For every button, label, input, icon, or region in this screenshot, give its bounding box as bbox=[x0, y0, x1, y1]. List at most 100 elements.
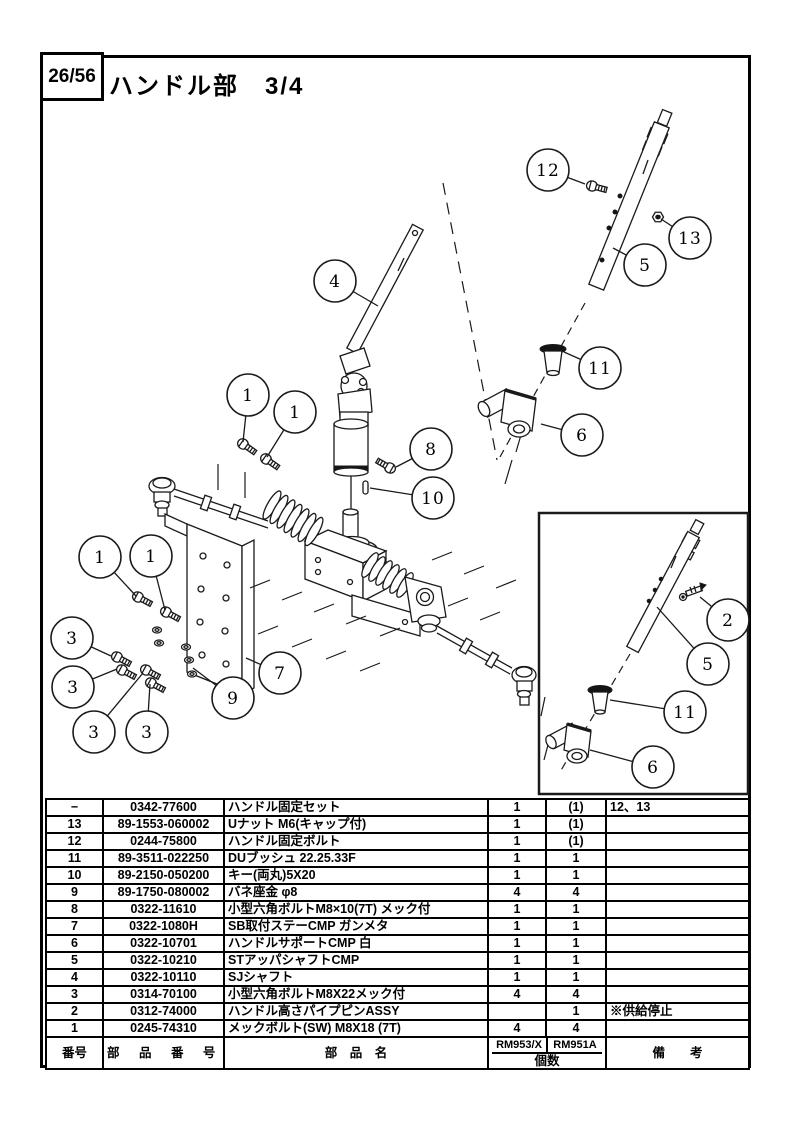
cell-qty1 bbox=[487, 1002, 547, 1021]
callout-label: 8 bbox=[425, 440, 437, 460]
hex-bolts-3 bbox=[109, 649, 168, 696]
cell-part_no: 0322-10210 bbox=[102, 951, 225, 970]
header-qty-label: 個数 bbox=[534, 1053, 560, 1068]
callout-label: 1 bbox=[145, 547, 157, 567]
cell-qty1: 1 bbox=[487, 934, 547, 953]
callout-label: 2 bbox=[722, 611, 734, 631]
cell-remarks: 12、13 bbox=[605, 798, 750, 817]
callout-11 bbox=[578, 346, 622, 390]
callout-1 bbox=[78, 535, 122, 579]
cell-qty1: 1 bbox=[487, 968, 547, 987]
callout-label: 4 bbox=[329, 272, 341, 292]
cell-no: 6 bbox=[45, 934, 104, 953]
cell-no: 7 bbox=[45, 917, 104, 936]
cell-name: メックボルト(SW) M8X18 (7T) bbox=[223, 1019, 489, 1038]
cell-remarks bbox=[605, 985, 750, 1004]
callout-label: 3 bbox=[88, 723, 100, 743]
callout-label: 11 bbox=[588, 359, 612, 379]
cell-qty1: 1 bbox=[487, 866, 547, 885]
callout-label: 6 bbox=[647, 758, 659, 778]
callout-label: 3 bbox=[67, 678, 79, 698]
cell-qty2: 1 bbox=[545, 1002, 607, 1021]
callout-11 bbox=[663, 690, 707, 734]
callout-label: 11 bbox=[673, 703, 697, 723]
cell-qty2: 1 bbox=[545, 968, 607, 987]
cell-no: 10 bbox=[45, 866, 104, 885]
callout-label: 3 bbox=[141, 723, 153, 743]
handle-fixing-bolt-12 bbox=[584, 179, 609, 196]
hidden-lines bbox=[217, 464, 517, 672]
cell-qty2: (1) bbox=[545, 832, 607, 851]
callout-label: 12 bbox=[536, 161, 560, 181]
header-remarks: 備 考 bbox=[605, 1036, 750, 1070]
callout-7 bbox=[258, 651, 302, 695]
callout-1 bbox=[129, 534, 173, 578]
cell-no: 2 bbox=[45, 1002, 104, 1021]
cell-remarks bbox=[605, 866, 750, 885]
callout-3 bbox=[50, 616, 94, 660]
cell-qty2: 4 bbox=[545, 883, 607, 902]
steering-column-boot bbox=[333, 418, 369, 512]
cell-no: 8 bbox=[45, 900, 104, 919]
cell-name: 小型六角ボルトM8X22メック付 bbox=[223, 985, 489, 1004]
left-tie-rod bbox=[148, 476, 269, 529]
header-qty: RM953/X RM951A 個数 bbox=[487, 1036, 607, 1070]
callout-8 bbox=[409, 427, 453, 471]
cell-qty1: 1 bbox=[487, 951, 547, 970]
cell-remarks bbox=[605, 934, 750, 953]
cell-qty2: 4 bbox=[545, 1019, 607, 1038]
cell-remarks bbox=[605, 951, 750, 970]
cell-part_no: 89-3511-022250 bbox=[102, 849, 225, 868]
cell-no: 12 bbox=[45, 832, 104, 851]
cell-qty2: 1 bbox=[545, 900, 607, 919]
callout-5 bbox=[623, 243, 667, 287]
page-title: ハンドル部 3/4 bbox=[109, 73, 305, 100]
cell-remarks bbox=[605, 832, 750, 851]
round-key-10 bbox=[362, 480, 369, 495]
cell-part_no: 89-1750-080002 bbox=[102, 883, 225, 902]
callout-2 bbox=[706, 598, 750, 642]
cell-part_no: 0312-74000 bbox=[102, 1002, 225, 1021]
cell-part_no: 0314-70100 bbox=[102, 985, 225, 1004]
cell-name: DUブッシュ 22.25.33F bbox=[223, 849, 489, 868]
universal-joint bbox=[337, 347, 373, 427]
cell-qty1: 4 bbox=[487, 1019, 547, 1038]
cell-name: ハンドル固定ボルト bbox=[223, 832, 489, 851]
callout-6 bbox=[631, 745, 675, 789]
cell-qty2: 1 bbox=[545, 849, 607, 868]
cell-qty1: 4 bbox=[487, 985, 547, 1004]
cell-qty1: 4 bbox=[487, 883, 547, 902]
right-tie-rod bbox=[404, 576, 537, 706]
callout-label: 9 bbox=[227, 689, 239, 709]
st-upper-shaft-5 bbox=[587, 108, 673, 291]
callout-label: 13 bbox=[678, 229, 702, 249]
callout-6 bbox=[560, 413, 604, 457]
cell-part_no: 89-1553-060002 bbox=[102, 815, 225, 834]
cell-qty1: 1 bbox=[487, 900, 547, 919]
cell-remarks bbox=[605, 815, 750, 834]
cell-name: 小型六角ボルトM8×10(7T) メック付 bbox=[223, 900, 489, 919]
callout-label: 7 bbox=[274, 664, 286, 684]
cell-no: 5 bbox=[45, 951, 104, 970]
cell-qty1: 1 bbox=[487, 849, 547, 868]
cell-name: キー(両丸)5X20 bbox=[223, 866, 489, 885]
sj-shaft-4 bbox=[345, 223, 425, 355]
table-header-row: 番号 部 品 番 号 部 品 名 RM953/X RM951A 個数 備 考 bbox=[45, 1036, 750, 1070]
cell-name: ハンドル固定セット bbox=[223, 798, 489, 817]
cell-name: SJシャフト bbox=[223, 968, 489, 987]
cell-remarks bbox=[605, 1019, 750, 1038]
